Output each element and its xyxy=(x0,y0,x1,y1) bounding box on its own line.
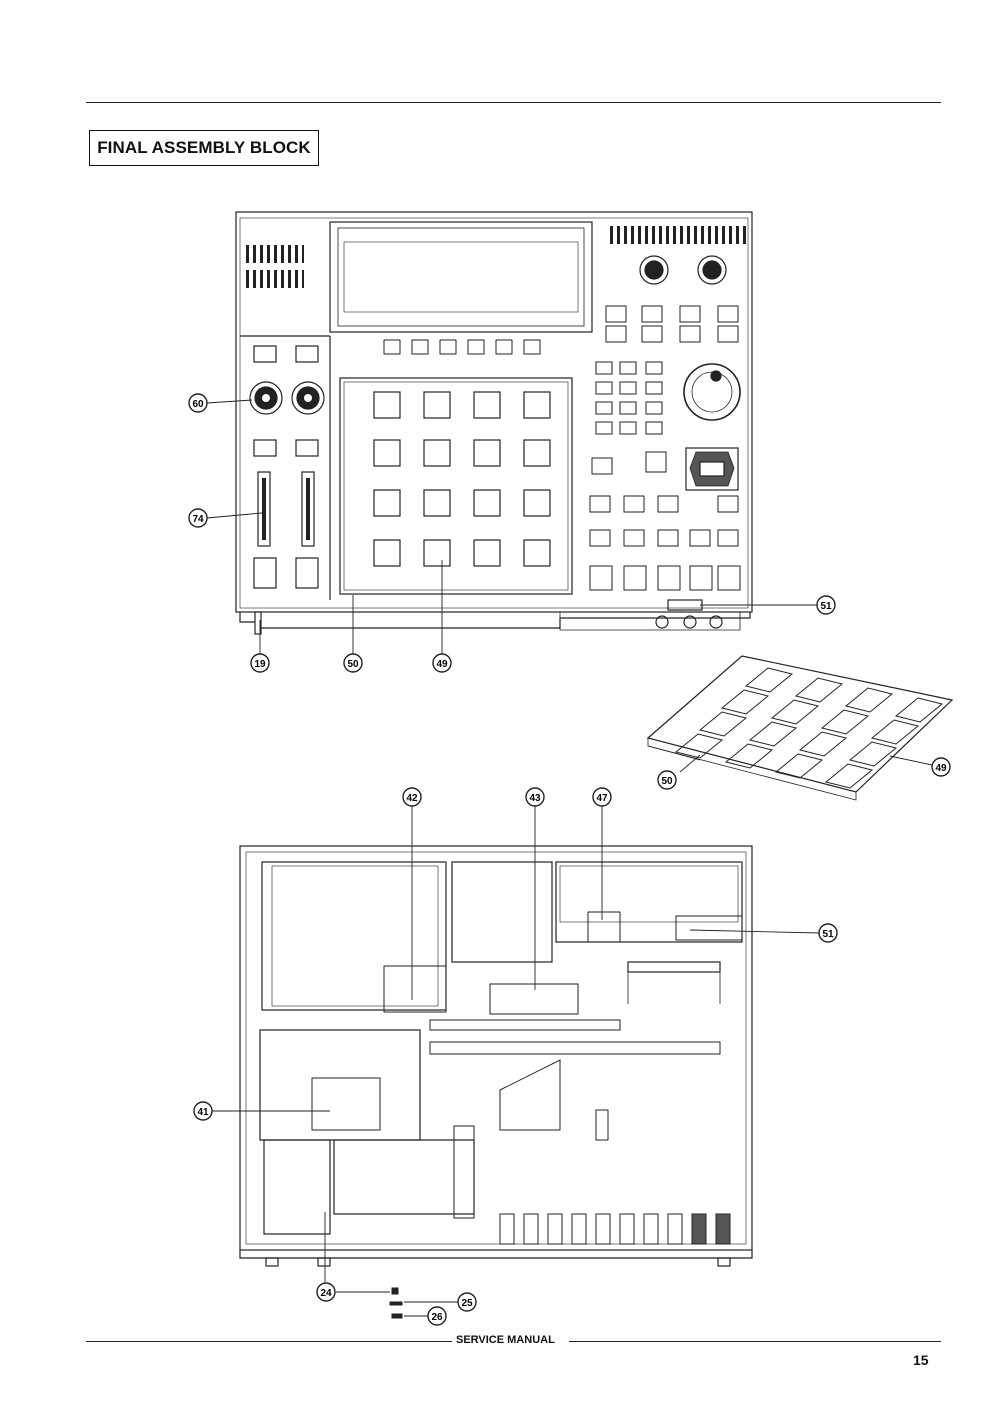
lcd-display-frame xyxy=(329,221,593,333)
footer-label: SERVICE MANUAL xyxy=(456,1334,555,1346)
top-view-unit xyxy=(235,211,753,635)
svg-text:43: 43 xyxy=(529,793,541,804)
board-upper-right xyxy=(555,861,743,943)
card-slot-a xyxy=(257,471,271,547)
jog-wheel xyxy=(683,363,741,421)
card-slot-b xyxy=(301,471,315,547)
svg-text:50: 50 xyxy=(661,776,673,787)
svg-text:47: 47 xyxy=(596,793,608,804)
svg-text:74: 74 xyxy=(192,514,204,525)
callout-74: 74 xyxy=(188,508,208,528)
svg-text:24: 24 xyxy=(320,1288,332,1299)
svg-text:49: 49 xyxy=(436,659,448,670)
small-parts xyxy=(389,1287,403,1319)
right-vent xyxy=(608,226,748,244)
footer-rule-left xyxy=(86,1341,452,1342)
callout-50-sheet: 50 xyxy=(657,770,677,790)
header-rule xyxy=(86,102,941,103)
display-buttons xyxy=(383,339,541,355)
callout-51-top: 51 xyxy=(816,595,836,615)
cursor-pad xyxy=(685,447,739,491)
callouts: 60 74 19 50 49 51 50 49 42 43 47 51 41 2… xyxy=(188,393,951,1326)
page-number: 15 xyxy=(913,1352,929,1368)
callout-51-bottom: 51 xyxy=(818,923,838,943)
svg-text:51: 51 xyxy=(820,601,832,612)
svg-text:42: 42 xyxy=(406,793,418,804)
board-upper-left xyxy=(261,861,447,1011)
callout-25: 25 xyxy=(457,1292,477,1312)
bottom-view-unit xyxy=(239,845,753,1267)
callout-24: 24 xyxy=(316,1282,336,1302)
callout-50-top: 50 xyxy=(343,653,363,673)
left-vent-lower xyxy=(246,270,304,288)
bottom-chassis-outline xyxy=(239,845,753,1251)
svg-text:19: 19 xyxy=(254,659,266,670)
callout-19: 19 xyxy=(250,653,270,673)
callout-47: 47 xyxy=(592,787,612,807)
pad-sheet-pads xyxy=(674,667,944,789)
edge-connector xyxy=(627,961,721,973)
pad-sheet-outline xyxy=(646,655,954,793)
board-upper-mid xyxy=(451,861,553,963)
power-block xyxy=(263,1139,331,1235)
svg-text:49: 49 xyxy=(935,763,947,774)
leader-lines xyxy=(206,399,933,1317)
board-lower xyxy=(333,1139,475,1215)
callout-41: 41 xyxy=(193,1101,213,1121)
left-vent-upper xyxy=(246,245,304,263)
callout-49-sheet: 49 xyxy=(931,757,951,777)
svg-text:60: 60 xyxy=(192,399,204,410)
callout-49-top: 49 xyxy=(432,653,452,673)
svg-text:26: 26 xyxy=(431,1312,443,1323)
svg-text:51: 51 xyxy=(822,929,834,940)
svg-text:41: 41 xyxy=(197,1107,209,1118)
callout-60: 60 xyxy=(188,393,208,413)
page-title: FINAL ASSEMBLY BLOCK xyxy=(89,130,319,166)
callout-26: 26 xyxy=(427,1306,447,1326)
left-knobs xyxy=(249,381,325,415)
right-knobs xyxy=(639,255,727,285)
pad-grid-top xyxy=(373,391,551,567)
board-middle-left xyxy=(259,1029,421,1141)
pad-area-frame xyxy=(339,377,573,595)
pad-sheet xyxy=(646,655,954,801)
bottom-blocks xyxy=(499,1213,731,1245)
callout-42: 42 xyxy=(402,787,422,807)
top-chassis-outline xyxy=(235,211,753,613)
callout-43: 43 xyxy=(525,787,545,807)
right-buttons xyxy=(589,305,741,591)
footer-rule-right xyxy=(569,1341,941,1342)
ribbon-cables xyxy=(311,911,743,1219)
svg-text:50: 50 xyxy=(347,659,359,670)
svg-text:25: 25 xyxy=(461,1298,473,1309)
